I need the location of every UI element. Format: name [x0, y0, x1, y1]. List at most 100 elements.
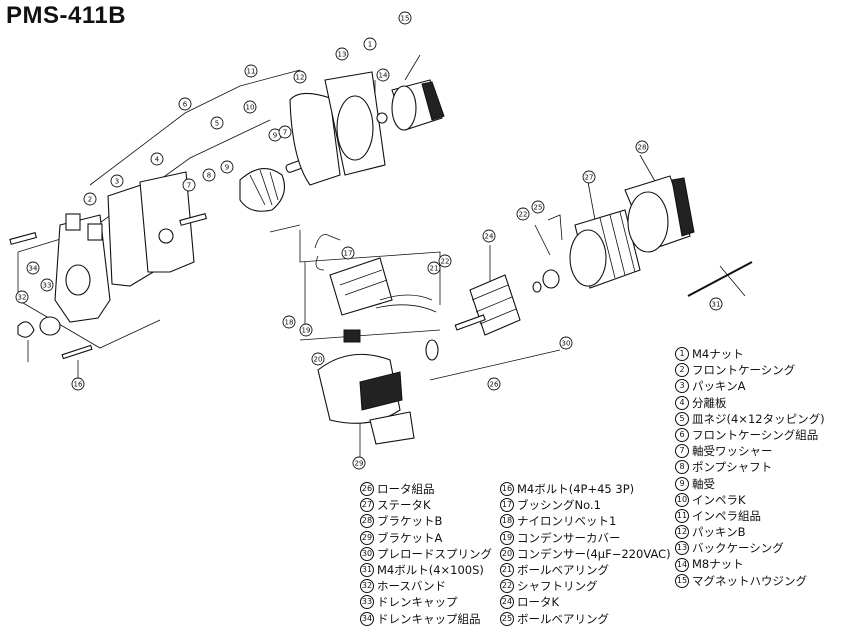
svg-text:25: 25	[534, 204, 543, 212]
callout-2: 2	[83, 192, 97, 206]
svg-text:12: 12	[296, 74, 305, 82]
svg-text:3: 3	[115, 178, 119, 186]
callout-11: 11	[244, 64, 258, 78]
callout-25: 25	[531, 200, 545, 214]
svg-text:1: 1	[368, 41, 372, 49]
callout-7b: 7	[278, 125, 292, 139]
svg-text:31: 31	[712, 301, 721, 309]
callout-26: 26	[487, 377, 501, 391]
svg-text:28: 28	[638, 144, 647, 152]
callout-7: 7	[182, 178, 196, 192]
svg-text:22: 22	[519, 211, 528, 219]
svg-text:11: 11	[247, 68, 256, 76]
callout-31: 31	[709, 297, 723, 311]
callout-1: 1	[363, 37, 377, 51]
callout-28: 28	[635, 140, 649, 154]
svg-text:30: 30	[562, 340, 571, 348]
svg-text:24: 24	[485, 233, 494, 241]
svg-text:7: 7	[283, 129, 287, 137]
callout-22a: 22	[438, 254, 452, 268]
capacitor-drawing	[314, 234, 437, 445]
callout-22b: 22	[516, 207, 530, 221]
svg-text:26: 26	[490, 381, 499, 389]
svg-text:15: 15	[401, 15, 410, 23]
svg-text:27: 27	[585, 174, 594, 182]
callout-24: 24	[482, 229, 496, 243]
motor-drawing	[425, 175, 753, 361]
svg-text:5: 5	[215, 120, 219, 128]
svg-text:14: 14	[379, 72, 388, 80]
svg-text:7: 7	[187, 182, 191, 190]
callout-9a: 9	[220, 160, 234, 174]
callout-3: 3	[110, 174, 124, 188]
callout-8: 8	[202, 168, 216, 182]
svg-text:13: 13	[338, 51, 347, 59]
callout-5: 5	[210, 116, 224, 130]
callout-19: 19	[299, 323, 313, 337]
svg-text:22: 22	[441, 258, 450, 266]
svg-text:18: 18	[285, 319, 294, 327]
callout-4: 4	[150, 152, 164, 166]
front-casing-drawing	[9, 171, 208, 360]
callout-27: 27	[582, 170, 596, 184]
callout-10: 10	[243, 100, 257, 114]
callout-14: 14	[376, 68, 390, 82]
callout-33: 33	[40, 278, 54, 292]
svg-text:2: 2	[88, 196, 92, 204]
model-title: PMS-411B	[6, 2, 127, 29]
callout-20: 20	[311, 352, 325, 366]
callout-12: 12	[293, 70, 307, 84]
svg-text:34: 34	[29, 265, 38, 273]
svg-text:33: 33	[43, 282, 52, 290]
callout-9b: 9	[268, 128, 282, 142]
callout-29: 29	[352, 456, 366, 470]
svg-text:9: 9	[225, 164, 229, 172]
svg-text:8: 8	[207, 172, 211, 180]
callout-18: 18	[282, 315, 296, 329]
callout-17: 17	[341, 246, 355, 260]
callout-markers: 1 2 3 4 5 6 7 8 9 9 10 11 12 13 14 15 7 …	[15, 11, 723, 470]
callout-6: 6	[178, 97, 192, 111]
callout-15: 15	[398, 11, 412, 25]
svg-text:10: 10	[246, 104, 255, 112]
callout-21: 21	[427, 261, 441, 275]
svg-text:21: 21	[430, 265, 439, 273]
svg-text:17: 17	[344, 250, 353, 258]
callout-13: 13	[335, 47, 349, 61]
svg-text:32: 32	[18, 294, 27, 302]
callout-30: 30	[559, 336, 573, 350]
